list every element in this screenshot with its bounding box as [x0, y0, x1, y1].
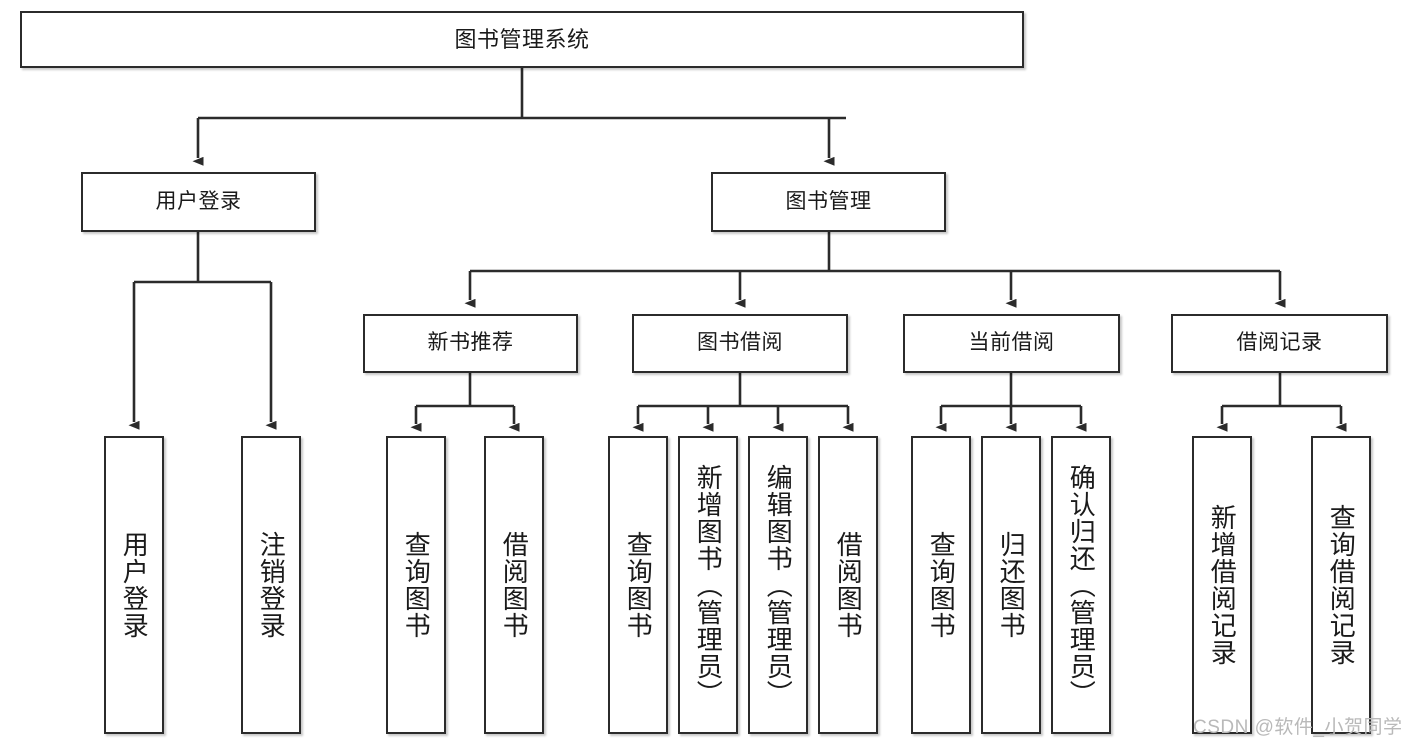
- leaf-record-query-record[interactable]: 查询借阅记录: [1311, 436, 1371, 734]
- leaf-borrow-lend-book[interactable]: 借阅图书: [818, 436, 878, 734]
- leaf-record-add-record[interactable]: 新增借阅记录: [1192, 436, 1252, 734]
- leaf-borrow-lend-book-label: 借阅图书: [833, 531, 864, 639]
- node-user-login-label: 用户登录: [155, 189, 242, 213]
- node-current-borrow-label: 当前借阅: [968, 331, 1055, 355]
- leaf-current-confirm-return[interactable]: 确认归还（管理员）: [1051, 436, 1111, 734]
- leaf-user-logout-label: 注销登录: [256, 531, 287, 639]
- node-borrow-record[interactable]: 借阅记录: [1171, 314, 1388, 373]
- leaf-borrow-add-book-label: 新增图书（管理员）: [693, 463, 724, 707]
- node-current-borrow[interactable]: 当前借阅: [903, 314, 1120, 373]
- leaf-user-logout[interactable]: 注销登录: [241, 436, 301, 734]
- leaf-current-return-book-label: 归还图书: [996, 531, 1027, 639]
- leaf-borrow-add-book[interactable]: 新增图书（管理员）: [678, 436, 738, 734]
- leaf-newbook-query-book[interactable]: 查询图书: [386, 436, 446, 734]
- leaf-borrow-edit-book[interactable]: 编辑图书（管理员）: [748, 436, 808, 734]
- leaf-current-return-book[interactable]: 归还图书: [981, 436, 1041, 734]
- node-root[interactable]: 图书管理系统: [20, 11, 1024, 68]
- leaf-newbook-borrow-book-label: 借阅图书: [499, 531, 530, 639]
- node-user-login[interactable]: 用户登录: [81, 172, 316, 232]
- leaf-record-add-record-label: 新增借阅记录: [1207, 504, 1238, 666]
- node-new-book-recommend-label: 新书推荐: [427, 331, 514, 355]
- leaf-newbook-query-book-label: 查询图书: [401, 531, 432, 639]
- leaf-user-login-label: 用户登录: [119, 531, 150, 639]
- leaf-borrow-query-book-label: 查询图书: [623, 531, 654, 639]
- leaf-current-query-book-label: 查询图书: [926, 531, 957, 639]
- leaf-borrow-query-book[interactable]: 查询图书: [608, 436, 668, 734]
- node-borrow-record-label: 借阅记录: [1236, 331, 1323, 355]
- node-book-management[interactable]: 图书管理: [711, 172, 946, 232]
- leaf-user-login[interactable]: 用户登录: [104, 436, 164, 734]
- leaf-newbook-borrow-book[interactable]: 借阅图书: [484, 436, 544, 734]
- node-root-label: 图书管理系统: [454, 26, 590, 52]
- leaf-record-query-record-label: 查询借阅记录: [1326, 504, 1357, 666]
- node-book-borrow[interactable]: 图书借阅: [632, 314, 848, 373]
- leaf-current-confirm-return-label: 确认归还（管理员）: [1066, 463, 1097, 707]
- node-new-book-recommend[interactable]: 新书推荐: [363, 314, 578, 373]
- csdn-watermark: CSDN @软件_小贺同学: [1193, 717, 1403, 738]
- node-book-borrow-label: 图书借阅: [697, 331, 783, 355]
- node-book-management-label: 图书管理: [785, 189, 872, 213]
- leaf-current-query-book[interactable]: 查询图书: [911, 436, 971, 734]
- leaf-borrow-edit-book-label: 编辑图书（管理员）: [763, 463, 794, 707]
